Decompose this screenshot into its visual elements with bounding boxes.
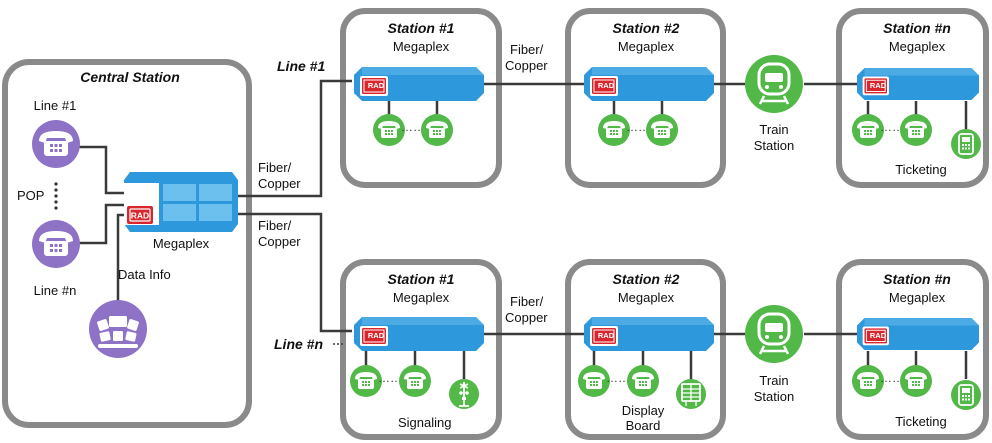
- top-s1-title: Station #1: [388, 20, 455, 36]
- top-sn-badge: RAD: [870, 81, 887, 90]
- top-station-n: Station #n Megaplex RAD …… Ticketing: [852, 20, 982, 177]
- upper-link-label-1: Fiber/: [258, 160, 292, 175]
- bottom-link-label-2: Copper: [505, 310, 548, 325]
- central-phone-1-icon[interactable]: [32, 120, 80, 168]
- line-trunk-upper: [238, 79, 352, 198]
- bottom-s2-badge: RAD: [598, 331, 615, 340]
- bottom-s2-display-label-1: Display: [622, 403, 665, 418]
- bottom-s2-title: Station #2: [613, 271, 680, 287]
- line1-label: Line #1: [277, 58, 325, 74]
- bottom-s2-display-board-icon[interactable]: [675, 378, 707, 410]
- bottom-s2-display-label-2: Board: [626, 418, 661, 433]
- top-sn-dots: ……: [880, 120, 904, 134]
- top-s1-megaplex-label: Megaplex: [393, 39, 450, 54]
- line-phone1-to-megaplex: [79, 145, 124, 195]
- drops-bottom-s2: [592, 351, 693, 379]
- lower-link-label-1: Fiber/: [258, 218, 292, 233]
- line-phonen-to-megaplex: [79, 203, 124, 245]
- central-station: Central Station Line #1 POP Line #n Mega…: [17, 69, 238, 358]
- station-boxes: [2, 8, 989, 440]
- drops-bottom-sn: [866, 351, 968, 379]
- central-station-title: Central Station: [80, 69, 180, 85]
- top-sn-ticketing-label: Ticketing: [895, 162, 947, 177]
- bottom-s1-phone-2-icon[interactable]: [399, 365, 431, 397]
- drops-top-s2: [612, 101, 664, 115]
- bottom-sn-badge: RAD: [870, 331, 887, 340]
- top-station2-box: [565, 8, 726, 188]
- bottom-s1-signaling-label: Signaling: [398, 415, 452, 430]
- bottom-train-label-1: Train: [759, 373, 788, 388]
- bottom-station2-box: [565, 259, 726, 440]
- bottom-s2-megaplex-label: Megaplex: [618, 290, 675, 305]
- central-linen-label: Line #n: [34, 283, 77, 298]
- bottom-sn-title: Station #n: [883, 271, 951, 287]
- lower-link-label-2: Copper: [258, 234, 301, 249]
- top-station-1: Station #1 Megaplex RAD ……: [354, 20, 484, 146]
- top-link-label-1: Fiber/: [510, 42, 544, 57]
- bottom-s1-badge: RAD: [368, 331, 385, 340]
- bottom-s1-title: Station #1: [388, 271, 455, 287]
- bottom-sn-ticketing-label: Ticketing: [895, 414, 947, 429]
- bottom-train-label-2: Station: [754, 389, 794, 404]
- bottom-s2-phone-2-icon[interactable]: [627, 365, 659, 397]
- data-info-label: Data Info: [118, 267, 171, 282]
- top-station1-box: [340, 8, 502, 188]
- linen-label: Line #n: [274, 336, 323, 352]
- top-s1-badge: RAD: [368, 81, 385, 90]
- bottom-stationn-box: [836, 259, 989, 440]
- top-stationn-box: [836, 8, 989, 188]
- top-train-label-1: Train: [759, 122, 788, 137]
- top-train-icon[interactable]: [744, 54, 804, 114]
- bottom-s2-dots: ……: [606, 371, 630, 385]
- line-trunk-lower: [238, 212, 352, 333]
- central-rad-badge: [127, 206, 153, 224]
- bottom-station1-box: [340, 259, 502, 440]
- central-phone-n-icon[interactable]: [32, 220, 80, 268]
- drops-top-s1: [387, 101, 439, 115]
- drops-bottom-s1: [364, 351, 466, 379]
- top-s1-phone-2-icon[interactable]: [421, 114, 453, 146]
- bottom-s1-megaplex-label: Megaplex: [393, 290, 450, 305]
- bottom-sn-dots: ……: [880, 371, 904, 385]
- top-s2-dots: ……: [626, 120, 650, 134]
- pop-label: POP: [17, 188, 44, 203]
- top-sn-megaplex-label: Megaplex: [889, 39, 946, 54]
- bottom-s1-dots: ……: [378, 371, 402, 385]
- bottom-train-station: Train Station: [744, 304, 804, 404]
- bottom-station-1: Station #1 Megaplex RAD …… Signaling: [350, 271, 484, 430]
- top-sn-title: Station #n: [883, 20, 951, 36]
- top-s2-phone-2-icon[interactable]: [646, 114, 678, 146]
- drops-top-sn: [866, 101, 968, 129]
- bottom-sn-ticketing-icon[interactable]: [950, 379, 982, 411]
- bottom-s1-signaling-icon[interactable]: [448, 378, 480, 410]
- top-station-2: Station #2 Megaplex RAD ……: [584, 20, 714, 146]
- pop-dots: [54, 182, 58, 210]
- central-line1-label: Line #1: [34, 98, 77, 113]
- connection-lines: [79, 79, 968, 379]
- central-megaplex-device[interactable]: [124, 172, 238, 232]
- bottom-sn-megaplex-label: Megaplex: [889, 290, 946, 305]
- data-info-monitors-icon[interactable]: [89, 300, 147, 358]
- top-s2-megaplex-label: Megaplex: [618, 39, 675, 54]
- central-station-box: [2, 59, 252, 428]
- bottom-sn-phone-2-icon[interactable]: [900, 365, 932, 397]
- top-s2-badge: RAD: [598, 81, 615, 90]
- bottom-train-icon[interactable]: [744, 304, 804, 364]
- central-megaplex-label: Megaplex: [153, 236, 210, 251]
- bottom-link-label-1: Fiber/: [510, 294, 544, 309]
- upper-link-label-2: Copper: [258, 176, 301, 191]
- bottom-station-n: Station #n Megaplex RAD …… Ticketing: [852, 271, 982, 429]
- top-sn-ticketing-icon[interactable]: [950, 128, 982, 160]
- bottom-station-2: Station #2 Megaplex RAD …… Display Board: [578, 271, 714, 433]
- top-link-label-2: Copper: [505, 58, 548, 73]
- top-s2-title: Station #2: [613, 20, 680, 36]
- top-sn-phone-2-icon[interactable]: [900, 114, 932, 146]
- top-s1-dots: ……: [401, 120, 425, 134]
- line-datainfo-to-megaplex: [116, 213, 124, 305]
- top-train-label-2: Station: [754, 138, 794, 153]
- top-train-station: Train Station: [744, 54, 804, 153]
